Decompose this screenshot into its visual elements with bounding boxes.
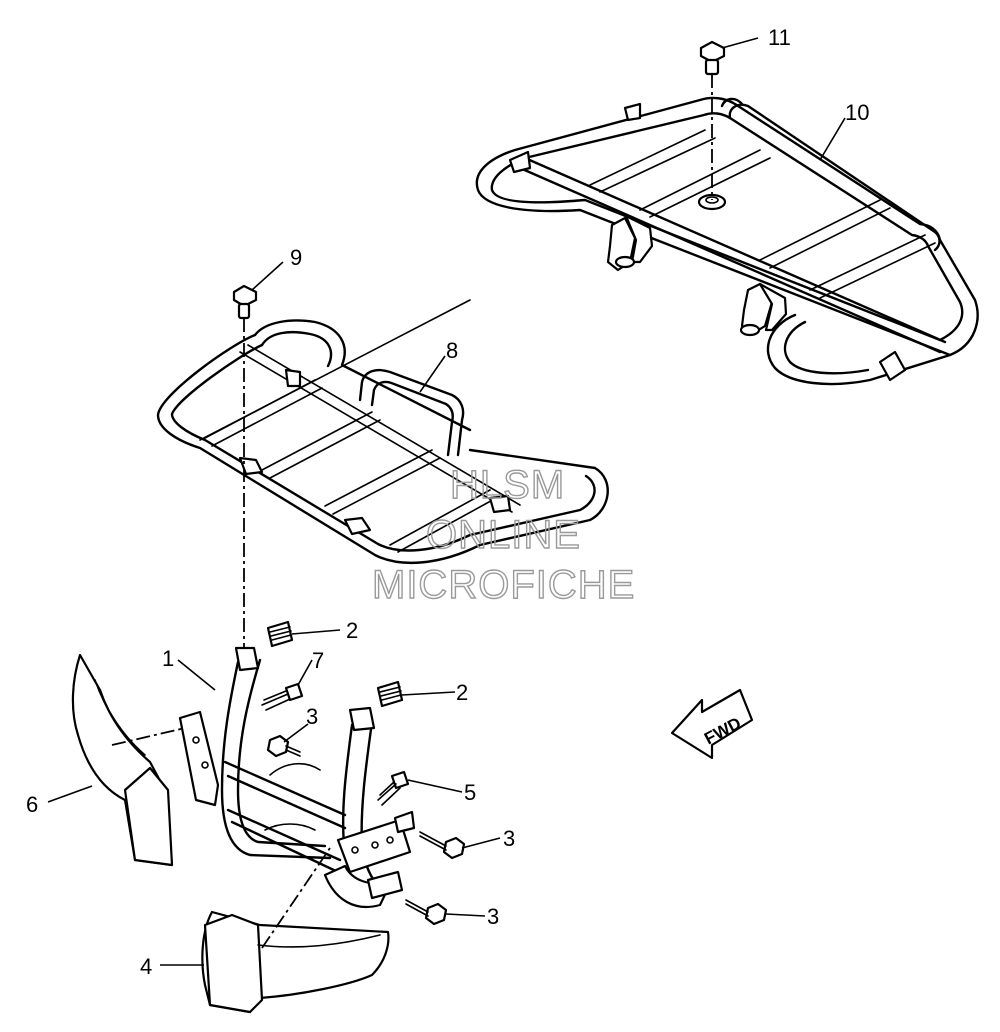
grommet-part-2b [376, 680, 404, 708]
front-guard-part-1 [178, 646, 416, 909]
watermark-line-2: ONLINE [426, 513, 581, 557]
watermark-line-3: MICROFICHE [372, 563, 635, 607]
callout-10: 10 [845, 100, 869, 125]
front-carrier-part-8 [156, 299, 609, 564]
callout-2a: 2 [346, 618, 358, 643]
bolt-part-11 [699, 40, 726, 200]
watermark: HLSM ONLINE MICROFICHE [371, 462, 635, 607]
callout-2b: 2 [456, 680, 468, 705]
grommet-part-2a [266, 620, 294, 648]
leader-lines [47, 37, 846, 966]
callout-4: 4 [140, 954, 152, 979]
lower-pad-part-4 [201, 847, 390, 1014]
callout-3b: 3 [503, 826, 515, 851]
callout-1: 1 [162, 646, 174, 671]
bolt-part-3b [419, 831, 466, 860]
callout-9: 9 [290, 245, 302, 270]
rear-carrier-part-10 [475, 96, 979, 386]
callout-3c: 3 [487, 904, 499, 929]
callout-7: 7 [312, 648, 324, 673]
left-pad-part-6 [71, 653, 186, 867]
fwd-direction-arrow: FWD [670, 688, 754, 760]
callout-8: 8 [446, 338, 458, 363]
callout-3a: 3 [306, 704, 318, 729]
bolt-part-9 [232, 284, 258, 650]
screw-part-7 [261, 682, 304, 711]
bolt-part-3c [405, 899, 448, 926]
callout-5: 5 [464, 780, 476, 805]
bolt-part-3a [266, 734, 301, 758]
screw-part-5 [377, 770, 410, 806]
watermark-line-1: HLSM [450, 463, 565, 507]
callout-11: 11 [768, 25, 791, 50]
callout-6: 6 [26, 792, 38, 817]
